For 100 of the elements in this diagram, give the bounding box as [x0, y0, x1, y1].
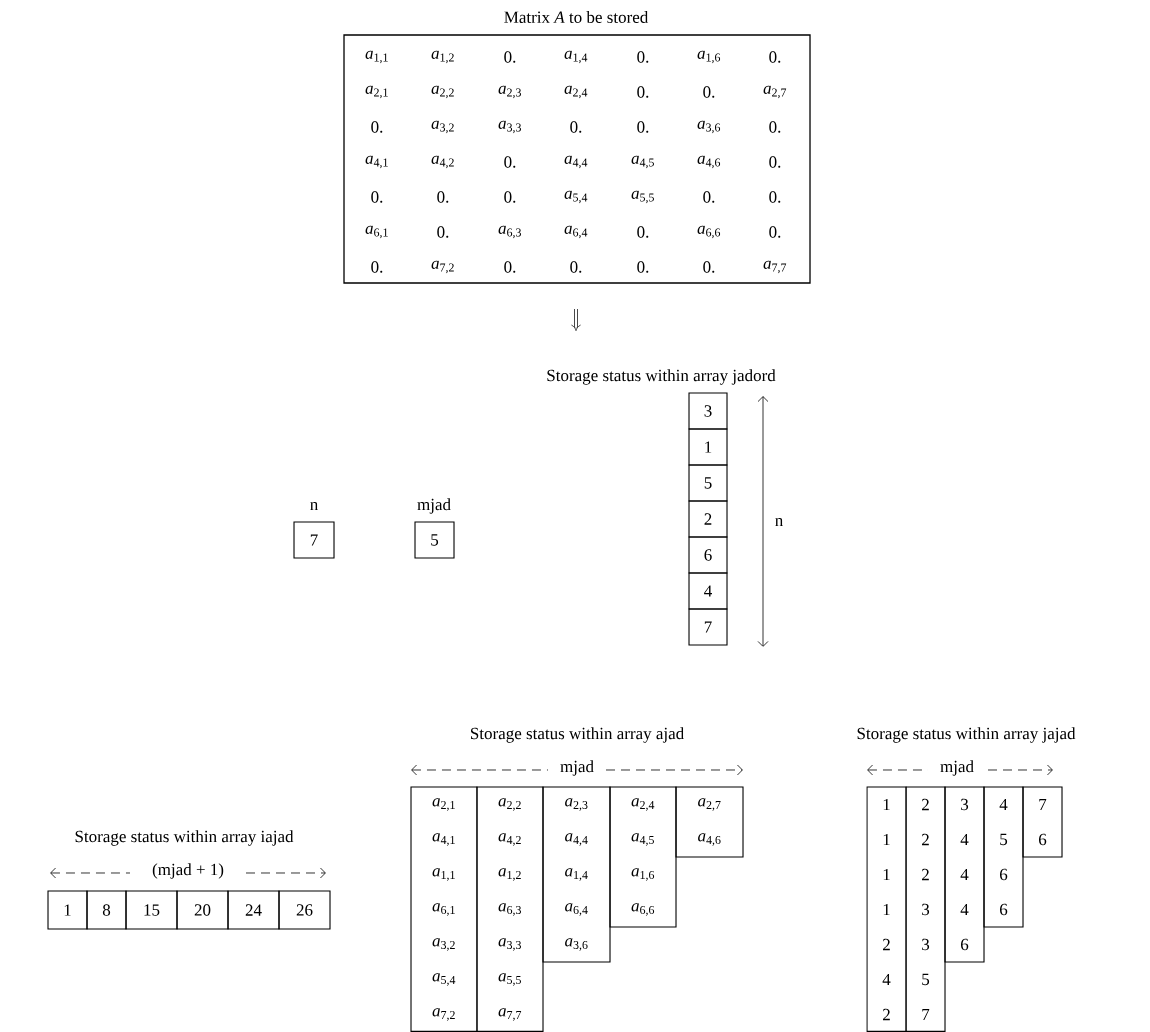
array-value: a$_{1,1}$: [432, 868, 455, 881]
array-value: 6: [1039, 833, 1047, 846]
array-value: 3: [961, 798, 969, 811]
array-cell: 20: [176, 890, 229, 930]
matrix-entry: a$_{4,5}$: [631, 155, 654, 169]
matrix-entry: a$_{2,4}$: [564, 85, 588, 99]
array-cell: 4: [688, 572, 728, 610]
array-value: a$_{1,2}$: [498, 868, 521, 881]
matrix-entry: a$_{2,1}$: [365, 85, 388, 99]
matrix-entry: a$_{5,5}$: [631, 190, 654, 204]
array-value: 1: [883, 833, 890, 846]
matrix-entry: 0.: [371, 261, 383, 273]
matrix-entry: 0.: [637, 86, 649, 98]
array-value: 1: [883, 798, 890, 811]
matrix-entry: a$_{6,4}$: [564, 225, 588, 239]
array-value: a$_{2,7}$: [698, 798, 721, 811]
array-value: a$_{6,6}$: [631, 903, 655, 916]
matrix-entry: 0.: [769, 156, 781, 168]
array-title: Storage status within array jadord: [547, 369, 776, 385]
dimension-label: (mjad + 1): [152, 863, 224, 879]
array-value: 4: [960, 903, 969, 916]
matrix-entry: 0.: [703, 261, 715, 273]
array-value: a$_{4,5}$: [631, 833, 654, 846]
matrix-entry: 0.: [769, 191, 781, 203]
matrix-entry: a$_{3,2}$: [431, 120, 454, 134]
array-value: a$_{3,6}$: [565, 938, 588, 951]
matrix-entry: a$_{3,6}$: [697, 120, 721, 134]
array-title: Storage status within array iajad: [75, 830, 294, 846]
array-cell: 2: [688, 500, 728, 538]
matrix-entry: a$_{6,6}$: [697, 225, 721, 239]
matrix-entry: 0.: [570, 121, 582, 133]
array-cell: 8: [86, 890, 127, 930]
matrix-entry: 0.: [371, 191, 383, 203]
array-value: 6: [961, 938, 969, 951]
array-value: a$_{4,4}$: [565, 833, 588, 846]
array-value: a$_{4,2}$: [498, 833, 521, 846]
array-value: 4: [960, 868, 969, 881]
variable-name: n: [310, 502, 318, 510]
array-value: 6: [1000, 868, 1008, 881]
matrix-entry: 0.: [637, 121, 649, 133]
matrix-entry: 0.: [637, 226, 649, 238]
matrix-entry: a$_{6,3}$: [498, 225, 521, 239]
array-value: 2: [883, 938, 890, 951]
value-box: 7: [293, 521, 335, 559]
matrix-entry: 0.: [637, 261, 649, 273]
array-value: a$_{2,1}$: [432, 798, 455, 811]
matrix-entry: a$_{4,6}$: [697, 155, 721, 169]
matrix-entry: a$_{3,3}$: [498, 120, 521, 134]
matrix-entry: a$_{1,2}$: [431, 50, 454, 64]
matrix-entry: a$_{7,7}$: [763, 260, 787, 274]
array-value: a$_{7,7}$: [498, 1008, 522, 1021]
array-value: a$_{6,3}$: [498, 903, 521, 916]
array-value: a$_{1,4}$: [565, 868, 588, 881]
array-value: 1: [883, 868, 890, 881]
array-cell: 5: [688, 464, 728, 502]
array-value: a$_{6,4}$: [565, 903, 588, 916]
array-value: 1: [883, 903, 890, 916]
matrix-entry: a$_{6,1}$: [365, 225, 388, 239]
array-value: 2: [922, 868, 929, 881]
array-value: a$_{3,2}$: [432, 938, 455, 951]
matrix-entry: a$_{2,3}$: [498, 85, 521, 99]
variable-name: mjad: [417, 498, 451, 514]
array-value: 4: [999, 798, 1008, 811]
array-value: a$_{5,4}$: [432, 973, 456, 986]
dimension-label: mjad: [560, 760, 594, 776]
matrix-entry: 0.: [769, 121, 781, 133]
dimension-label: mjad: [940, 760, 974, 776]
matrix-entry: 0.: [703, 191, 715, 203]
array-cell: 3: [688, 392, 728, 430]
array-value: a$_{6,1}$: [432, 903, 455, 916]
array-value: a$_{2,4}$: [631, 798, 655, 811]
array-value: 5: [922, 973, 930, 986]
value-box: 5: [414, 521, 455, 559]
array-cell: 15: [125, 890, 178, 930]
dimension-label: n: [775, 518, 783, 526]
array-cell: 6: [688, 536, 728, 574]
matrix-entry: 0.: [371, 121, 383, 133]
array-value: a$_{4,6}$: [698, 833, 721, 846]
matrix-entry: a$_{1,4}$: [564, 50, 588, 64]
matrix-entry: 0.: [504, 51, 516, 63]
matrix-entry: 0.: [703, 86, 715, 98]
array-title: Storage status within array ajad: [471, 727, 684, 743]
matrix-entry: 0.: [769, 226, 781, 238]
matrix-entry: a$_{5,4}$: [564, 190, 588, 204]
array-cell: 1: [688, 428, 728, 466]
array-value: a$_{7,2}$: [432, 1008, 455, 1021]
matrix-entry: a$_{4,2}$: [431, 155, 454, 169]
array-value: 7: [922, 1008, 930, 1021]
matrix-entry: 0.: [504, 191, 516, 203]
array-value: 7: [1039, 798, 1047, 811]
matrix-entry: 0.: [504, 261, 516, 273]
matrix-entry: a$_{4,1}$: [365, 155, 388, 169]
array-value: 2: [922, 798, 929, 811]
matrix-entry: 0.: [504, 156, 516, 168]
array-cell: 1: [47, 890, 88, 930]
matrix-entry: a$_{1,6}$: [697, 50, 721, 64]
array-value: a$_{3,3}$: [498, 938, 521, 951]
array-value: 5: [1000, 833, 1008, 846]
matrix-entry: 0.: [437, 226, 449, 238]
array-title: Storage status within array jajad: [857, 727, 1076, 743]
